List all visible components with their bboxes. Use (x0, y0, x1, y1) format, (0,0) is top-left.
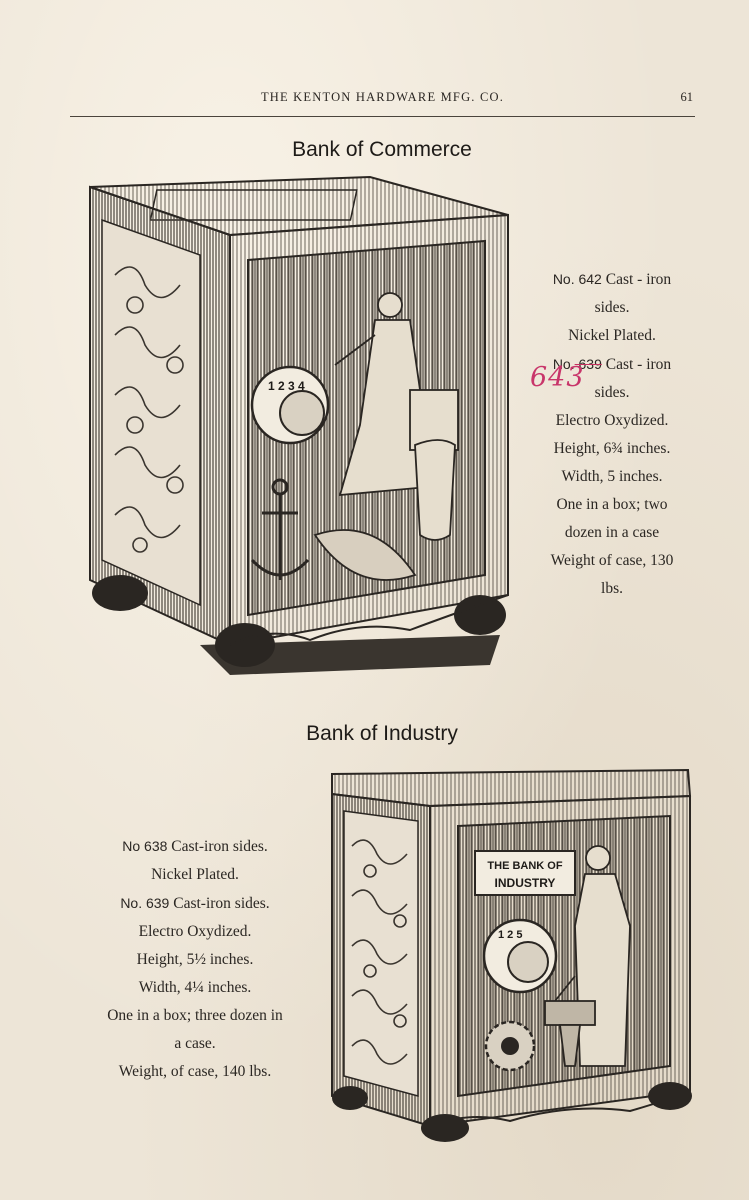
desc-line: lbs. (601, 580, 623, 597)
desc-line: One in a box; three dozen in (107, 1007, 283, 1024)
desc-line: sides. (594, 384, 630, 401)
desc-line: Nickel Plated. (151, 866, 239, 883)
desc-line: No 638 Cast-iron sides. (122, 838, 268, 855)
desc-line: Nickel Plated. (568, 327, 656, 344)
page-number: 61 (680, 90, 694, 104)
commerce-dial-label: 1 2 3 4 (268, 379, 305, 393)
desc-line: Electro Oxydized. (555, 412, 669, 429)
bank-of-commerce-illustration: 1 2 3 4 (89, 175, 509, 675)
desc-line: One in a box; two (556, 496, 668, 513)
desc-line: Width, 4¼ inches. (138, 979, 252, 996)
desc-line: No. 639 Cast-iron sides. (120, 895, 270, 912)
industry-plaque-line1: THE BANK OF (487, 860, 562, 872)
desc-line: Height, 6¾ inches. (553, 440, 671, 457)
desc-line: a case. (174, 1035, 216, 1052)
industry-dial-label: 1 2 5 (498, 929, 522, 941)
bank-of-commerce-description: No. 642 Cast - iron sides. Nickel Plated… (516, 265, 708, 603)
bank-of-industry-illustration: THE BANK OF INDUSTRY 1 2 5 (331, 768, 692, 1142)
product-title-commerce: Bank of Commerce (292, 138, 472, 161)
desc-line: Weight of case, 130 (550, 552, 674, 569)
desc-line: Height, 5½ inches. (136, 951, 254, 968)
desc-line: Weight, of case, 140 lbs. (118, 1063, 272, 1080)
product-title-industry: Bank of Industry (306, 722, 458, 745)
desc-line: dozen in a case (564, 524, 660, 541)
bank-of-industry-description: No 638 Cast-iron sides. Nickel Plated. N… (60, 832, 330, 1086)
desc-line: No. 642 Cast - iron (552, 271, 672, 288)
desc-line: Width, 5 inches. (561, 468, 663, 485)
company-name: THE KENTON HARDWARE MFG. CO. (260, 90, 505, 104)
desc-line: sides. (594, 299, 630, 316)
desc-line: No. 639 Cast - iron (552, 356, 672, 373)
industry-plaque-line2: INDUSTRY (495, 876, 556, 890)
page-header: THE KENTON HARDWARE MFG. CO. 61 (70, 88, 695, 117)
handwritten-correction: 643 (530, 362, 585, 393)
desc-line: Electro Oxydized. (138, 923, 252, 940)
